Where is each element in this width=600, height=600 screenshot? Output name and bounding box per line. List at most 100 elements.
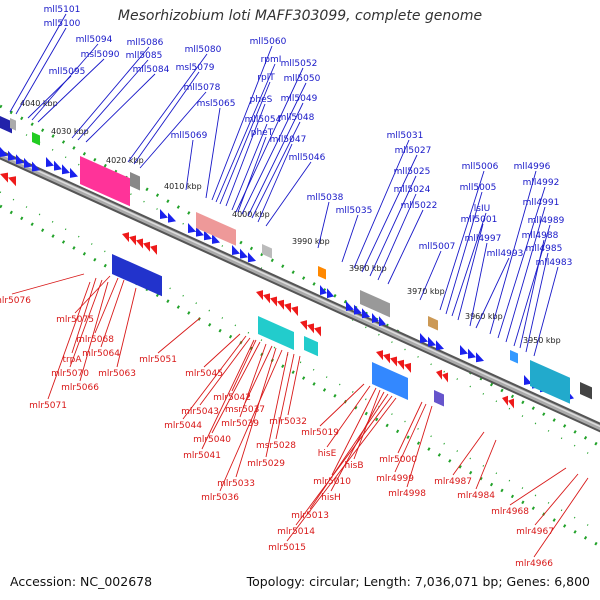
feature-box <box>304 335 318 357</box>
forward-gene-label[interactable]: mll5084 <box>133 65 170 75</box>
forward-gene-label[interactable]: lsIU <box>474 204 490 214</box>
reverse-gene-label[interactable]: mlr5029 <box>247 459 285 469</box>
forward-gene-label[interactable]: mll5101 <box>44 5 81 15</box>
forward-gene-label[interactable]: mll4992 <box>523 178 560 188</box>
reverse-gene-label[interactable]: mlr5032 <box>269 417 307 427</box>
reverse-gene-label[interactable]: mlr5045 <box>185 369 223 379</box>
forward-gene-label[interactable]: mll4997 <box>465 234 502 244</box>
forward-gene-label[interactable]: mll5078 <box>184 83 221 93</box>
reverse-gene-label[interactable]: mlr5013 <box>291 511 329 521</box>
reverse-gene-label[interactable]: hisE <box>318 449 337 459</box>
forward-gene-label[interactable]: mll5025 <box>394 167 431 177</box>
forward-gene-label[interactable]: msl5079 <box>176 63 215 73</box>
reverse-gene-label[interactable]: mlr4987 <box>434 477 472 487</box>
forward-gene-label[interactable]: mll5054 <box>245 115 282 125</box>
reverse-gene-label[interactable]: mlr5063 <box>98 369 136 379</box>
reverse-gene-label[interactable]: msr5028 <box>256 441 296 451</box>
feature-box <box>0 116 12 134</box>
forward-gene-label[interactable]: mll4983 <box>536 258 573 268</box>
forward-gene-label[interactable]: mll5080 <box>185 45 222 55</box>
reverse-gene-label[interactable]: mlr4968 <box>491 507 529 517</box>
forward-gene-label[interactable]: mll5095 <box>49 67 86 77</box>
forward-gene-label[interactable]: mll4988 <box>522 231 559 241</box>
reverse-gene-label[interactable]: mlr5076 <box>0 296 31 306</box>
forward-gene-label[interactable]: mll5022 <box>401 201 438 211</box>
reverse-gene-label[interactable]: mlr5064 <box>82 349 120 359</box>
forward-gene-label[interactable]: pheS <box>250 95 273 105</box>
reverse-gene-label[interactable]: mlr5015 <box>268 543 306 553</box>
reverse-gene-arrow <box>390 356 397 367</box>
reverse-gene-label[interactable]: mlr5042 <box>213 393 251 403</box>
forward-gene-label[interactable]: mll5027 <box>395 146 432 156</box>
forward-gene-label[interactable]: mll5047 <box>270 135 307 145</box>
reverse-gene-arrow <box>270 296 277 307</box>
feature-boxes <box>0 116 592 407</box>
forward-gene-arrow <box>16 154 24 165</box>
forward-gene-label[interactable]: mll5100 <box>44 19 81 29</box>
reverse-gene-arrow <box>263 293 270 304</box>
reverse-gene-label[interactable]: mlr4998 <box>388 489 426 499</box>
reverse-gene-label[interactable]: mlr5041 <box>183 451 221 461</box>
reverse-gene-label[interactable]: mlr5019 <box>301 428 339 438</box>
forward-gene-label[interactable]: mll5031 <box>387 131 424 141</box>
forward-gene-label[interactable]: rplT <box>257 73 275 83</box>
feature-box <box>262 244 272 259</box>
forward-gene-label[interactable]: mll5006 <box>462 162 499 172</box>
reverse-gene-arrow <box>436 369 442 380</box>
reverse-gene-arrow <box>8 176 16 187</box>
forward-gene-label[interactable]: mll5050 <box>284 74 321 84</box>
forward-gene-label[interactable]: mll4993 <box>487 249 524 259</box>
reverse-gene-label[interactable]: mlr4999 <box>376 474 414 484</box>
chromosome-backbone <box>0 149 600 433</box>
reverse-gene-label[interactable]: mlr5071 <box>29 401 67 411</box>
forward-gene-label[interactable]: mll5038 <box>307 193 344 203</box>
forward-gene-label[interactable]: mll4989 <box>528 216 565 226</box>
forward-gene-label[interactable]: mll5024 <box>394 185 431 195</box>
reverse-gene-label[interactable]: mlr5039 <box>221 419 259 429</box>
reverse-gene-label[interactable]: mlr5000 <box>379 455 417 465</box>
forward-gene-label[interactable]: mll5069 <box>171 131 208 141</box>
feature-box <box>428 316 438 331</box>
forward-gene-label[interactable]: msl5065 <box>197 99 236 109</box>
forward-gene-label[interactable]: mll5086 <box>127 38 164 48</box>
reverse-gene-label[interactable]: mlr5051 <box>139 355 177 365</box>
reverse-gene-label[interactable]: mlr4967 <box>516 527 554 537</box>
scale-label: 4030 kbp <box>51 127 89 136</box>
reverse-gene-label[interactable]: mlr5043 <box>181 407 219 417</box>
forward-gene-label[interactable]: mll4996 <box>514 162 551 172</box>
forward-gene-label[interactable]: mll5094 <box>76 35 113 45</box>
reverse-gene-label[interactable]: hisH <box>321 493 341 503</box>
gene-leader-line <box>201 339 255 450</box>
reverse-gene-label[interactable]: mlr5033 <box>217 479 255 489</box>
forward-gene-arrow <box>212 233 220 244</box>
reverse-gene-label[interactable]: hisB <box>344 461 363 471</box>
reverse-gene-label[interactable]: msr5037 <box>225 405 265 415</box>
reverse-gene-label[interactable]: mlr5014 <box>277 527 315 537</box>
reverse-gene-label[interactable]: mlr5044 <box>164 421 202 431</box>
reverse-gene-label[interactable]: mlr5040 <box>193 435 231 445</box>
forward-gene-label[interactable]: mll5085 <box>126 51 163 61</box>
forward-gene-label[interactable]: mll5035 <box>336 206 373 216</box>
reverse-gene-label[interactable]: mlr5075 <box>56 315 94 325</box>
forward-gene-label[interactable]: mll5001 <box>461 215 498 225</box>
forward-gene-label[interactable]: mll5049 <box>281 94 318 104</box>
reverse-gene-label[interactable]: mlr5066 <box>61 383 99 393</box>
forward-gene-label[interactable]: mll5046 <box>289 153 326 163</box>
forward-gene-label[interactable]: rpmI <box>261 55 282 65</box>
reverse-gene-label[interactable]: mlr5070 <box>51 369 89 379</box>
forward-gene-label[interactable]: mll5007 <box>419 242 456 252</box>
forward-gene-label[interactable]: mll5060 <box>250 37 287 47</box>
reverse-gene-label[interactable]: mlr5068 <box>76 335 114 345</box>
forward-gene-label[interactable]: mll5005 <box>460 183 497 193</box>
reverse-gene-label[interactable]: mlr4966 <box>515 559 553 569</box>
reverse-gene-label[interactable]: mlr5036 <box>201 493 239 503</box>
forward-strand-genes <box>0 147 574 401</box>
forward-gene-label[interactable]: pheT <box>251 128 274 138</box>
reverse-gene-label[interactable]: mlr4984 <box>457 491 495 501</box>
forward-gene-label[interactable]: mll4991 <box>523 198 560 208</box>
forward-gene-label[interactable]: mll5052 <box>281 59 318 69</box>
forward-gene-label[interactable]: msl5090 <box>81 50 120 60</box>
forward-gene-label[interactable]: mll4985 <box>526 244 563 254</box>
forward-gene-label[interactable]: mll5048 <box>278 113 315 123</box>
